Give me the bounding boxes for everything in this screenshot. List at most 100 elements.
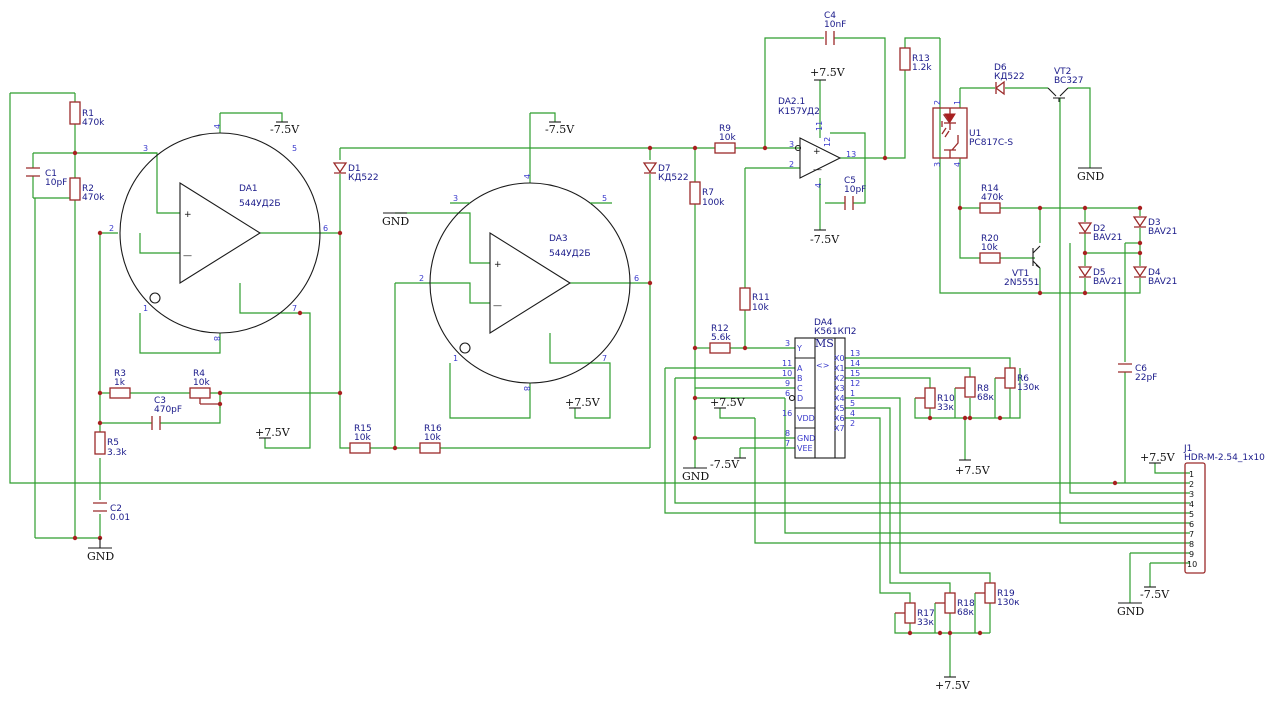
r1-value: 470k — [82, 118, 105, 128]
wires — [9, 37, 1190, 677]
c3-ref: C3 — [154, 396, 166, 406]
gnd-symbol: GND — [1117, 602, 1144, 618]
pin-number: 5 — [292, 144, 297, 153]
r1-ref: R1 — [82, 109, 94, 119]
pin-number: 8 — [522, 386, 531, 391]
resistor-r12: R12 5.6k — [709, 324, 731, 354]
capacitor-c2: C2 0.01 — [93, 502, 130, 523]
d7-value: КД522 — [658, 173, 689, 183]
r8-ref: R8 — [977, 384, 989, 394]
vpos-label: +7.5V — [255, 426, 291, 439]
vpos-symbol: +7.5V — [810, 66, 846, 81]
vpos-label: +7.5V — [810, 66, 846, 79]
minus-sign: — — [493, 301, 502, 311]
vneg-symbol: -7.5V — [810, 229, 840, 246]
j1-ref: J1 — [1183, 444, 1192, 454]
r10-ref: R10 — [937, 394, 955, 404]
diode-d4: D4 BAV21 — [1132, 266, 1177, 287]
pin-number: 11 — [782, 359, 792, 368]
opamp-da2: + — DA2.1 К157УД2 11 3 2 13 4 12 — [778, 97, 856, 188]
resistor-r16: R16 10k — [419, 424, 442, 454]
u1-ref: U1 — [969, 129, 981, 139]
r7-ref: R7 — [702, 188, 714, 198]
r18-ref: R18 — [957, 599, 975, 609]
da3-ref: DA3 — [549, 234, 568, 244]
resistor-r13: R13 1.2k — [899, 47, 932, 73]
r10-value: 33к — [937, 403, 954, 413]
mux-pin-x4: X4 — [834, 394, 845, 403]
vpos-label: +7.5V — [935, 679, 971, 692]
gnd-label: GND — [1077, 170, 1104, 183]
d4-value: BAV21 — [1148, 277, 1177, 287]
r5-ref: R5 — [107, 438, 119, 448]
capacitors: C1 10pF C3 470pF C2 0.01 C4 10nF C5 10pF… — [26, 11, 1157, 523]
vpos-label: +7.5V — [955, 464, 991, 477]
d5-value: BAV21 — [1093, 277, 1122, 287]
potentiometer-r19: R19 130к — [975, 582, 1020, 608]
r6-value: 130к — [1017, 383, 1040, 393]
pin-number: 1 — [850, 389, 855, 398]
mux-pin-x6: X6 — [834, 414, 845, 423]
r3-value: 1k — [114, 378, 126, 388]
mux-pin-x3: X3 — [834, 384, 845, 393]
resistor-r5: R5 3.3k — [94, 431, 127, 458]
d6-value: КД522 — [994, 72, 1025, 82]
vneg-symbol: -7.5V — [270, 121, 300, 136]
potentiometer-r6: R6 130к — [995, 367, 1040, 393]
plus-sign: + — [184, 210, 192, 220]
mux-pin-vdd: VDD — [797, 414, 815, 423]
mux-pin-d: D — [797, 394, 803, 403]
vneg-symbol: -7.5V — [545, 121, 575, 136]
pin-number: 1 — [953, 100, 962, 105]
d3-value: BAV21 — [1148, 227, 1177, 237]
c1-ref: C1 — [45, 169, 57, 179]
vpos-symbol: +7.5V — [1140, 451, 1176, 464]
c5-value: 10pF — [844, 185, 866, 195]
gnd-label: GND — [682, 470, 709, 483]
d7-ref: D7 — [658, 164, 671, 174]
r13-ref: R13 — [912, 54, 930, 64]
pin-number: 6 — [785, 389, 790, 398]
c5-ref: C5 — [844, 176, 856, 186]
pin-number: 5 — [850, 399, 855, 408]
pin-number: 13 — [846, 150, 856, 159]
pin-number: 10 — [1187, 560, 1197, 569]
gnd-symbol: GND — [1077, 167, 1104, 183]
pin-number: 1 — [453, 354, 458, 363]
pin-number: 4 — [213, 124, 222, 129]
diodes: D1 КД522 D7 КД522 D6 КД522 D2 BAV21 D3 B… — [332, 63, 1177, 287]
pin-number: 1 — [1189, 470, 1194, 479]
vpos-label: +7.5V — [565, 396, 601, 409]
d1-value: КД522 — [348, 173, 379, 183]
r11-ref: R11 — [752, 293, 770, 303]
pin-number: 5 — [1189, 510, 1194, 519]
pin-number: 10 — [782, 369, 792, 378]
d3-ref: D3 — [1148, 218, 1161, 228]
pin-number: 9 — [1189, 550, 1194, 559]
pin-number: 2 — [1189, 480, 1194, 489]
plus-sign: + — [813, 147, 821, 157]
resistors: R1 470k R2 470k R3 1k R4 10k R5 3.3k R15 — [69, 47, 1040, 628]
pin-number: 2 — [419, 274, 424, 283]
mux-pin-x2: X2 — [834, 374, 845, 383]
vt2-ref: VT2 — [1054, 67, 1071, 77]
r17-value: 33к — [917, 618, 934, 628]
r15-ref: R15 — [354, 424, 372, 434]
resistor-r3: R3 1k — [109, 369, 131, 399]
vneg-label: -7.5V — [1140, 588, 1170, 601]
r13-value: 1.2k — [912, 63, 932, 73]
r6-ref: R6 — [1017, 374, 1029, 384]
pin-number: 3 — [453, 194, 458, 203]
r12-value: 5.6k — [711, 333, 731, 343]
pin-number: 5 — [602, 194, 607, 203]
da3-value: 544УД2Б — [549, 249, 591, 259]
u1-value: PC817C-S — [969, 138, 1013, 148]
capacitor-c3: C3 470pF — [151, 396, 182, 430]
gnd-symbol: GND — [87, 538, 114, 563]
r16-ref: R16 — [424, 424, 442, 434]
d1-ref: D1 — [348, 164, 361, 174]
pin-number: 8 — [785, 429, 790, 438]
da1-value: 544УД2Б — [239, 199, 281, 209]
mux-pin-x5: X5 — [834, 404, 845, 413]
